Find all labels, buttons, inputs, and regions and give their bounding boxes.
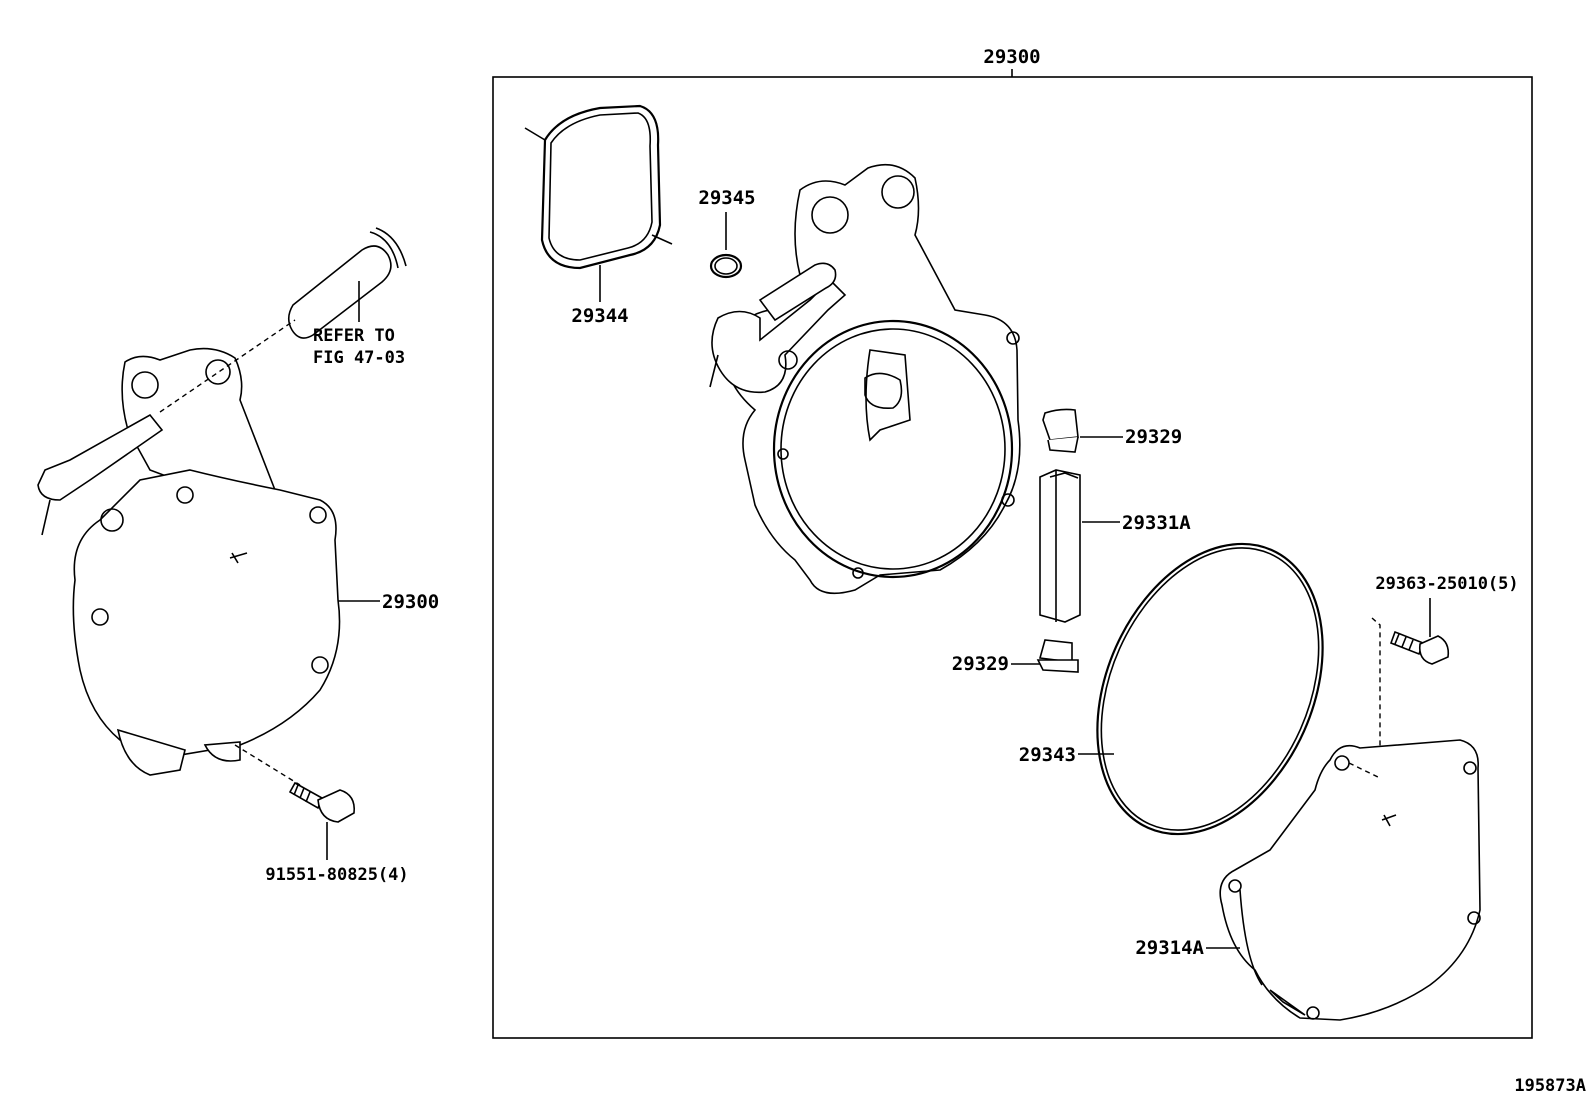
- cover-screw[interactable]: [1389, 630, 1450, 665]
- small-o-ring-label[interactable]: 29345: [698, 187, 755, 209]
- left-assembly-label[interactable]: 29300: [382, 591, 439, 613]
- gasket-label[interactable]: 29344: [571, 305, 628, 327]
- figure-id: 195873A: [1514, 1076, 1586, 1096]
- pump-housing[interactable]: [709, 163, 1021, 595]
- large-o-ring-label[interactable]: 29343: [1019, 744, 1076, 766]
- small-o-ring[interactable]: [709, 253, 743, 279]
- rotor-vane-bottom-label[interactable]: 29329: [952, 653, 1009, 675]
- cover-label[interactable]: 29314A: [1135, 937, 1204, 959]
- rotor-vane-bottom[interactable]: [1036, 639, 1079, 673]
- bolt-dashed-leader: [234, 744, 301, 786]
- vacuum-hose[interactable]: [287, 227, 407, 339]
- vane[interactable]: [1039, 469, 1081, 623]
- cover-dashed-leader: [1348, 762, 1381, 779]
- large-o-ring[interactable]: [1054, 508, 1366, 870]
- pump-cover[interactable]: [1219, 739, 1481, 1021]
- screw-dashed-leader: [1371, 617, 1381, 780]
- gasket[interactable]: [524, 104, 673, 270]
- screw-right-label[interactable]: 29363-25010(5): [1375, 574, 1518, 594]
- hose-ref-line2[interactable]: FIG 47-03: [313, 348, 405, 368]
- hose-dashed-leader: [159, 319, 296, 413]
- hose-ref-line1[interactable]: REFER TO: [313, 326, 395, 346]
- bolt-left-label[interactable]: 91551-80825(4): [265, 865, 408, 885]
- vane-label[interactable]: 29331A: [1122, 512, 1191, 534]
- rotor-vane-top-label[interactable]: 29329: [1125, 426, 1182, 448]
- flange-bolt[interactable]: [288, 781, 356, 823]
- assembly-box-label[interactable]: 29300: [983, 46, 1040, 68]
- rotor-vane-top[interactable]: [1042, 408, 1079, 453]
- vacuum-pump-assembly[interactable]: [37, 347, 341, 776]
